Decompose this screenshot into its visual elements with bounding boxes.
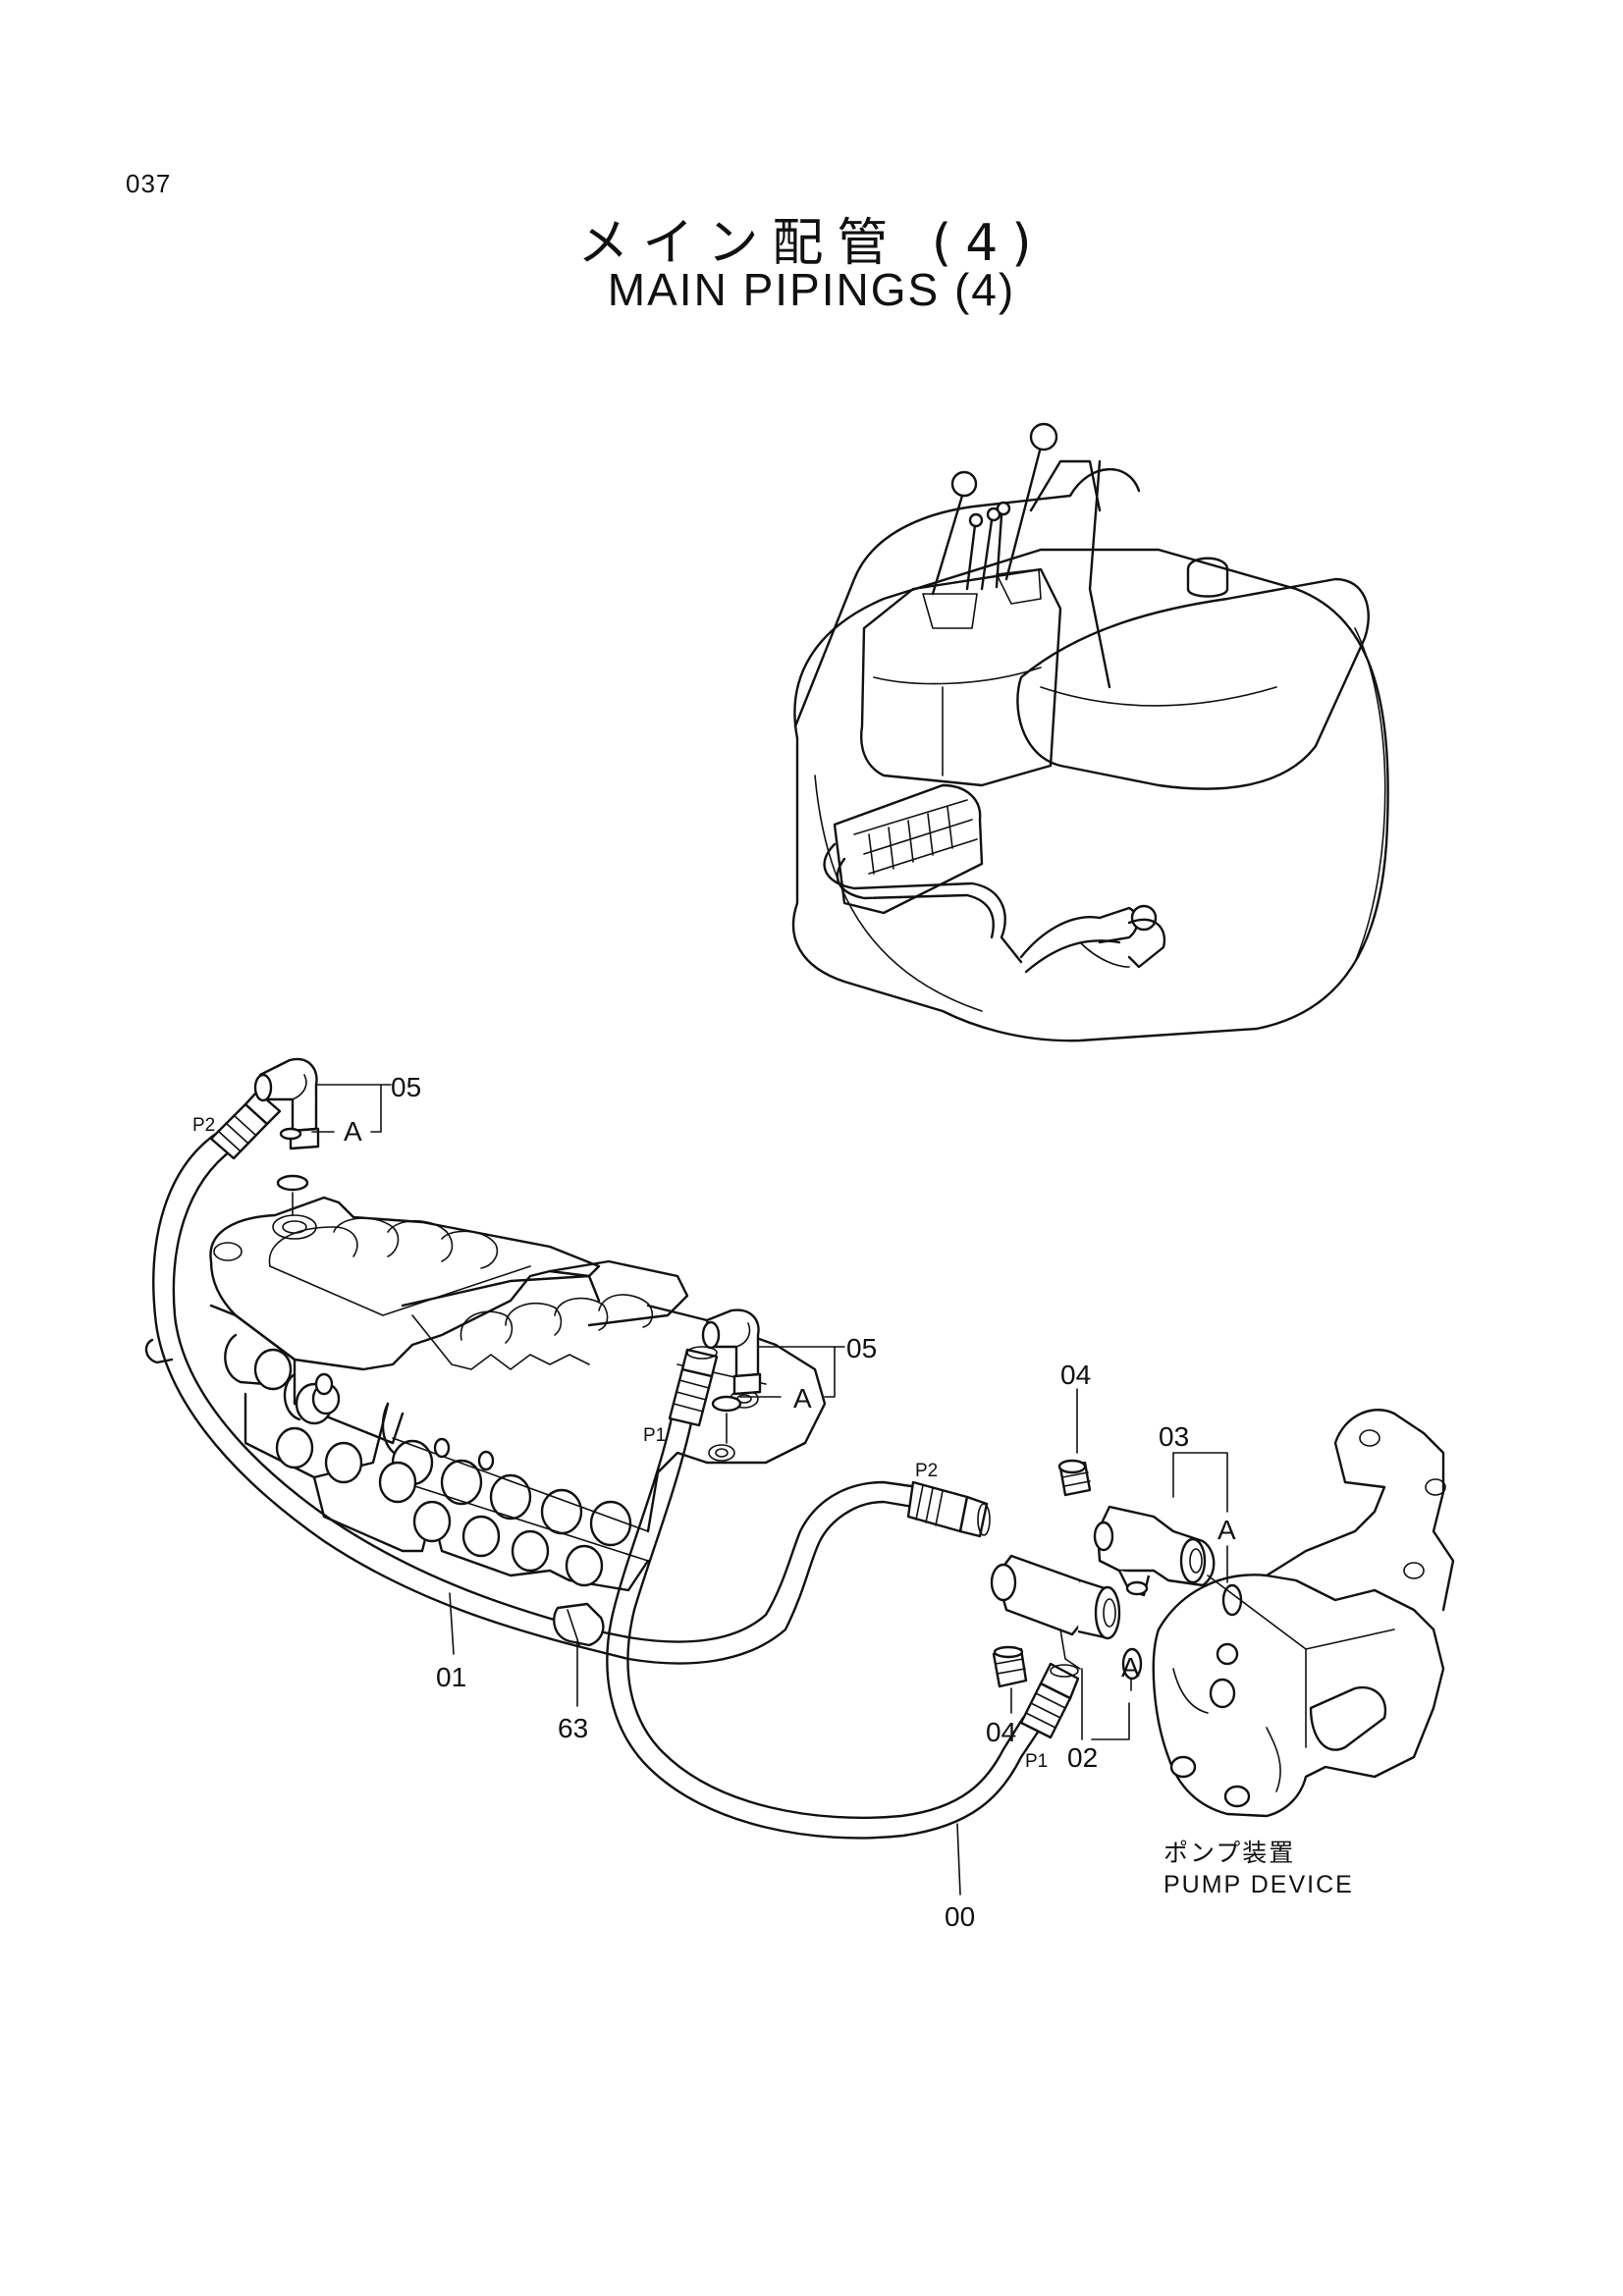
- elbow-fitting-05-top: [253, 1057, 320, 1216]
- adapter-02: [990, 1554, 1121, 1670]
- port-label-p2-right: P2: [915, 1461, 938, 1481]
- plug-04-bottom: [992, 1645, 1028, 1688]
- port-label-p1-mid: P1: [643, 1425, 666, 1446]
- machine-overview-illustration: [791, 422, 1389, 1042]
- o-ring-a-lower: [1121, 1647, 1143, 1681]
- callout-04-top: 04: [1060, 1360, 1091, 1390]
- pump-device-label-english: PUMP DEVICE: [1163, 1871, 1354, 1898]
- port-label-p2-left: P2: [192, 1115, 215, 1136]
- pump-device-illustration: [1152, 1409, 1455, 1818]
- callout-a-top: A: [344, 1116, 362, 1147]
- hose-00: [606, 1412, 1043, 1840]
- elbow-fitting-05-mid: [701, 1308, 762, 1444]
- control-valve-assembly: [144, 1196, 827, 1592]
- clamp-63: [553, 1602, 605, 1707]
- tee-fitting-03: [1093, 1505, 1216, 1597]
- callout-a-right: A: [1217, 1515, 1236, 1545]
- callout-05-top: 05: [391, 1072, 421, 1102]
- callout-00: 00: [945, 1901, 975, 1932]
- page-title-japanese: メイン配管 (4): [577, 214, 1046, 273]
- hose-00-bottom-fitting: [1019, 1662, 1080, 1739]
- pump-device-label-japanese: ポンプ装置: [1163, 1840, 1296, 1867]
- callout-numbers: 05 A 05 A 04 03 A A 04 02 01 63 00 P2 P1…: [192, 1072, 1236, 1932]
- callout-03: 03: [1159, 1421, 1189, 1452]
- hose-01: [152, 1132, 920, 1665]
- leader-lines: [311, 1084, 1228, 1896]
- callout-a-mid: A: [793, 1383, 812, 1414]
- callout-63: 63: [558, 1713, 588, 1743]
- callout-05-mid: 05: [846, 1333, 877, 1363]
- hose-01-left-fitting: [209, 1090, 282, 1160]
- page-title-english: MAIN PIPINGS (4): [607, 264, 1016, 315]
- callout-01: 01: [436, 1662, 466, 1692]
- page-number: 037: [126, 169, 172, 198]
- plug-04-top: [1057, 1388, 1092, 1497]
- hose-00-top-fitting: [668, 1346, 719, 1427]
- callout-02: 02: [1067, 1742, 1098, 1773]
- callout-a-bottom: A: [1121, 1652, 1140, 1682]
- callout-04-bottom: 04: [986, 1717, 1016, 1747]
- hose-01-right-fitting: [906, 1480, 991, 1538]
- port-label-p1-right: P1: [1025, 1751, 1048, 1772]
